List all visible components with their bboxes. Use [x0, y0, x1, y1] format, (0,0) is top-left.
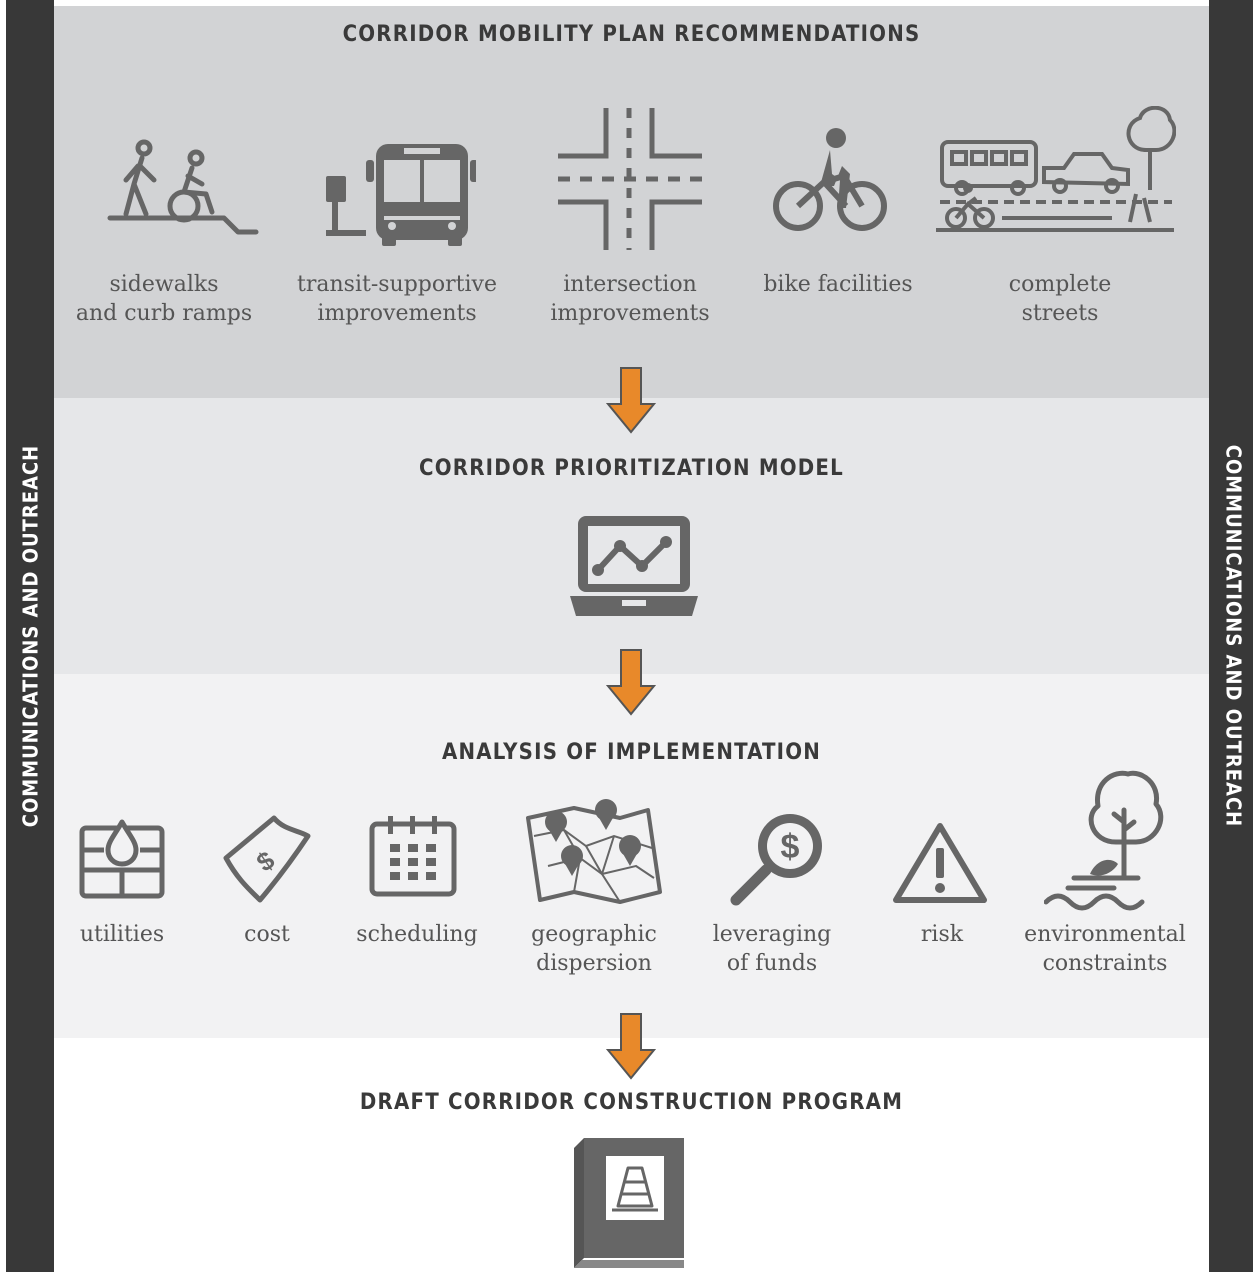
right-sidebar: COMMUNICATIONS AND OUTREACH [1209, 0, 1253, 1272]
left-sidebar: COMMUNICATIONS AND OUTREACH [6, 0, 54, 1272]
pedestrian-wheelchair-icon [107, 139, 259, 235]
item-label-bike: bike facilities [763, 272, 913, 297]
warning-icon [893, 823, 987, 903]
item-label-leveraging: leveraging of funds [712, 922, 832, 976]
bus-stop-icon [326, 144, 476, 246]
tree-water-icon [1044, 770, 1164, 911]
flow-arrow-1 [606, 367, 656, 434]
section3-title: ANALYSIS OF IMPLEMENTATION [441, 740, 822, 765]
magnifier-dollar-icon: $ [730, 814, 822, 906]
left-sidebar-label: COMMUNICATIONS AND OUTREACH [18, 444, 42, 828]
section1-title: CORRIDOR MOBILITY PLAN RECOMMENDATIONS [342, 22, 921, 47]
section4-title: DRAFT CORRIDOR CONSTRUCTION PROGRAM [359, 1090, 904, 1115]
item-label-cost: cost [244, 922, 290, 947]
item-label-environmental: environmental constraints [1024, 922, 1186, 976]
intersection-icon [558, 108, 702, 250]
bicycle-icon [773, 128, 887, 231]
cost-icon: $ [223, 815, 311, 903]
book-cone-icon [574, 1138, 684, 1268]
top-margin [0, 0, 1253, 6]
item-label-intersection: intersection improvements [550, 272, 710, 326]
section2-title: CORRIDOR PRIORITIZATION MODEL [419, 456, 844, 481]
item-label-scheduling: scheduling [356, 922, 478, 947]
item-label-risk: risk [920, 922, 964, 947]
complete-street-icon [936, 106, 1176, 232]
calendar-icon [369, 816, 457, 897]
recommendations-band [54, 0, 1209, 398]
map-pins-icon [526, 799, 662, 904]
svg-text:$: $ [781, 828, 800, 866]
flow-arrow-3 [606, 1013, 656, 1080]
utilities-icon [79, 819, 165, 899]
flow-arrow-2 [606, 649, 656, 716]
item-label-transit: transit-supportive improvements [297, 272, 497, 326]
laptop-chart-icon [570, 516, 698, 616]
item-label-utilities: utilities [79, 922, 165, 947]
item-label-geographic: geographic dispersion [531, 922, 657, 976]
item-label-complete-streets: complete streets [1008, 272, 1112, 326]
item-label-sidewalks: sidewalks and curb ramps [75, 272, 253, 326]
svg-text:$: $ [251, 844, 280, 877]
right-sidebar-label: COMMUNICATIONS AND OUTREACH [1221, 444, 1245, 828]
